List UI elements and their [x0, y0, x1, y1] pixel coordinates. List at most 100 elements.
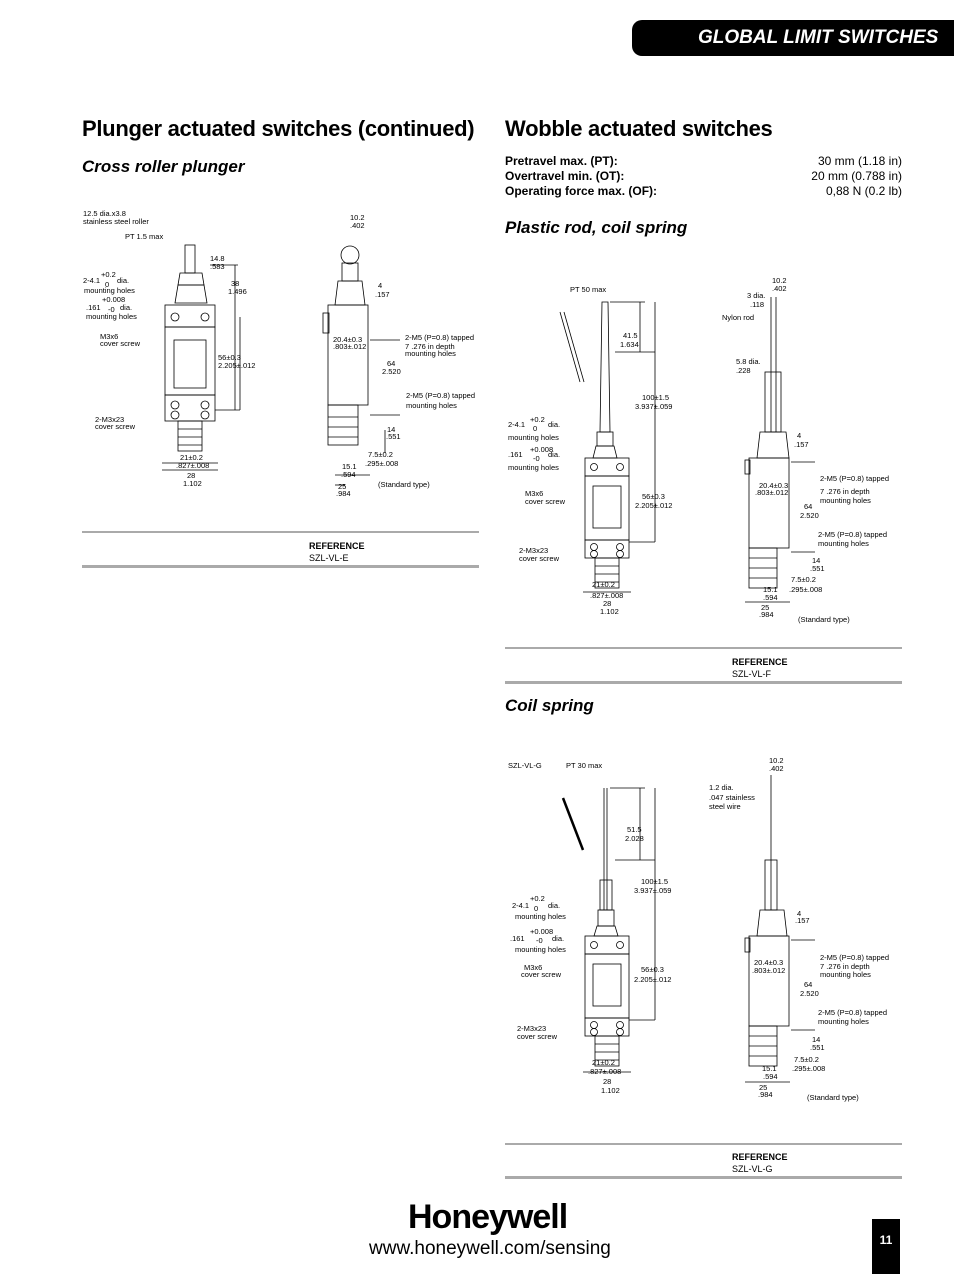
f-dim-holes2e: mounting holes [508, 463, 559, 472]
g-reference-title: REFERENCE [732, 1152, 788, 1162]
dim-4: 4 [378, 281, 382, 290]
dim-157: .157 [375, 290, 390, 299]
plastic-rod-drawing: PT 50 max 41.5 1.634 100±1.5 3.937±.059 … [508, 276, 889, 624]
right-page-title: Wobble actuated switches [505, 116, 773, 141]
left-reference-top-rule [82, 531, 479, 533]
g-dim-holes2e: mounting holes [515, 945, 566, 954]
f-dim-21: 21±0.2 [592, 580, 615, 589]
f-dim-28: 28 [603, 599, 611, 608]
left-reference-bottom-rule [82, 565, 479, 568]
g-dim-holes2c: -0 [536, 936, 543, 945]
dim-21: 21±0.2 [180, 453, 203, 462]
page-number: 11 [872, 1219, 900, 1274]
dim-holes2c: -0 [108, 305, 115, 314]
f-dim-holes2c: -0 [533, 454, 540, 463]
f-dim-m5c: mounting holes [820, 496, 871, 505]
dim-m5b: 7 .276 in depth [405, 342, 455, 351]
f-dim-102: 10.2 [772, 276, 787, 285]
dim-m5d: 2-M5 (P=0.8) tapped [406, 391, 475, 400]
spec-value-of: 0,88 N (0.2 lb) [825, 184, 902, 198]
g-dim-model: SZL-VL-G [508, 761, 542, 770]
f-dim-m5e: mounting holes [818, 539, 869, 548]
g-dim-2028: 2.028 [625, 834, 644, 843]
dim-25: 25 [338, 482, 346, 491]
f-dim-803: .803±.012 [755, 488, 788, 497]
dim-cover2: cover screw [95, 422, 136, 431]
left-reference-title: REFERENCE [309, 541, 365, 551]
g-dim-m3x6: M3x6 [524, 963, 542, 972]
g-dim-102: 10.2 [769, 756, 784, 765]
f-dim-2520: 2.520 [800, 511, 819, 520]
dim-594: .594 [341, 470, 356, 479]
f-dim-std: (Standard type) [798, 615, 850, 624]
dim-holes2e: mounting holes [86, 312, 137, 321]
f-dim-14: 14 [812, 556, 820, 565]
dim-38: 38 [231, 279, 239, 288]
roller [184, 244, 196, 274]
dim-std: (Standard type) [378, 480, 430, 489]
dim-pt: PT 1.5 max [125, 232, 163, 241]
f-dim-cover2: cover screw [519, 554, 560, 563]
g-dim-wire2: .047 stainless [709, 793, 755, 802]
f-dim-3: 3 dia. [747, 291, 765, 300]
f-dim-75: 7.5±0.2 [791, 575, 816, 584]
g-dim-515: 51.5 [627, 825, 642, 834]
g-dim-m5a: 2-M5 (P=0.8) tapped [820, 953, 889, 962]
left-reference-value: SZL-VL-E [309, 553, 349, 563]
dim-803: .803±.012 [333, 342, 366, 351]
f-reference-value: SZL-VL-F [732, 669, 772, 679]
dim-56: 56±0.3 [218, 353, 241, 362]
dim-102: 10.2 [350, 213, 365, 222]
coil-spring-subtitle: Coil spring [505, 696, 594, 715]
f-dim-holes1c: 0 [533, 424, 537, 433]
dim-roller2: stainless steel roller [83, 217, 149, 226]
dim-holes2b: .161 [86, 303, 101, 312]
g-dim-551: .551 [810, 1043, 825, 1052]
g-dim-wire1: 1.2 dia. [709, 783, 734, 792]
g-reference-value: SZL-VL-G [732, 1164, 773, 1174]
f-dim-holes1a: 2-4.1 [508, 420, 525, 429]
f-dim-pt: PT 50 max [570, 285, 606, 294]
honeywell-logo: Honeywell [408, 1198, 568, 1236]
dim-984: .984 [336, 489, 351, 498]
section-banner: GLOBAL LIMIT SWITCHES [632, 20, 954, 56]
f-dim-100: 100±1.5 [642, 393, 669, 402]
g-dim-holes1a: 2-4.1 [512, 901, 529, 910]
footer-url[interactable]: www.honeywell.com/sensing [369, 1238, 611, 1259]
g-dim-m5d: 2-M5 (P=0.8) tapped [818, 1008, 887, 1017]
f-dim-551: .551 [810, 564, 825, 573]
dim-holes1a: 2-4.1 [83, 276, 100, 285]
f-dim-2205: 2.205±.012 [635, 501, 672, 510]
spec-label-pt: Pretravel max. (PT): [505, 154, 618, 168]
g-dim-std: (Standard type) [807, 1093, 859, 1102]
coil-spring-drawing: SZL-VL-G PT 30 max 51.5 2.028 100±1.5 3.… [508, 756, 889, 1102]
f-dim-1102: 1.102 [600, 607, 619, 616]
g-dim-m5b: 7 .276 in depth [820, 962, 870, 971]
cross-roller-drawing: 12.5 dia.x3.8 stainless steel roller PT … [83, 209, 475, 498]
f-dim-228: .228 [736, 366, 751, 375]
g-dim-14: 14 [812, 1035, 820, 1044]
dim-holes1b: +0.2 [101, 270, 116, 279]
cross-roller-subtitle: Cross roller plunger [82, 157, 245, 176]
f-dim-holes1b: +0.2 [530, 415, 545, 424]
f-dim-holes1d: dia. [548, 420, 560, 429]
f-dim-56: 56±0.3 [642, 492, 665, 501]
f-dim-295: .295±.008 [789, 585, 822, 594]
g-dim-cover: cover screw [521, 970, 562, 979]
g-dim-21: 21±0.2 [592, 1058, 615, 1067]
f-dim-nylon: Nylon rod [722, 313, 754, 322]
f-dim-m5d: 2-M5 (P=0.8) tapped [818, 530, 887, 539]
g-dim-m5e: mounting holes [818, 1017, 869, 1026]
g-dim-pt: PT 30 max [566, 761, 602, 770]
g-dim-1102: 1.102 [601, 1086, 620, 1095]
dim-14: 14 [387, 425, 395, 434]
dim-2520: 2.520 [382, 367, 401, 376]
f-dim-m5a: 2-M5 (P=0.8) tapped [820, 474, 889, 483]
f-dim-holes2d: dia. [548, 450, 560, 459]
f-reference-bottom-rule [505, 681, 902, 684]
g-reference-bottom-rule [505, 1176, 902, 1179]
g-dim-cover2: cover screw [517, 1032, 558, 1041]
f-dim-402: .402 [772, 284, 787, 293]
g-dim-204: 20.4±0.3 [754, 958, 783, 967]
g-dim-984: .984 [758, 1090, 773, 1099]
